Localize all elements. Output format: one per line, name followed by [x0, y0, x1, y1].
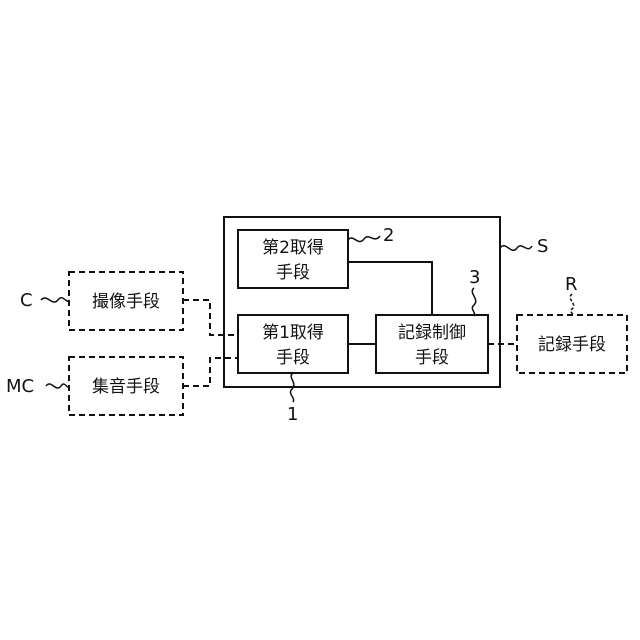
leader-r — [570, 294, 573, 315]
ref-label-3: 3 — [469, 267, 480, 288]
leader-2 — [348, 236, 380, 242]
connector-imaging-to-first — [183, 300, 238, 335]
leader-c — [41, 298, 69, 302]
ref-label-r: R — [565, 274, 578, 295]
ref-label-s: S — [537, 236, 548, 257]
second-acquisition-label-2: 手段 — [276, 263, 310, 283]
connector-sound-to-first — [183, 358, 238, 386]
ref-label-c: C — [20, 290, 33, 311]
first-acquisition-label-1: 第1取得 — [262, 323, 324, 343]
imaging-label: 撮像手段 — [92, 292, 160, 312]
first-acquisition-label-2: 手段 — [276, 348, 310, 368]
leader-s — [500, 246, 532, 251]
recording-label: 記録手段 — [538, 335, 606, 355]
ref-label-1: 1 — [287, 404, 298, 425]
leader-mc — [46, 384, 69, 388]
recording-control-label-2: 手段 — [415, 348, 449, 368]
connector-second-to-control — [348, 262, 432, 315]
leader-3 — [472, 288, 475, 316]
second-acquisition-label-1: 第2取得 — [262, 238, 324, 258]
ref-label-mc: MC — [6, 376, 34, 397]
recording-control-label-1: 記録制御 — [398, 323, 466, 343]
ref-label-2: 2 — [383, 225, 394, 246]
sound-collection-label: 集音手段 — [92, 377, 160, 397]
